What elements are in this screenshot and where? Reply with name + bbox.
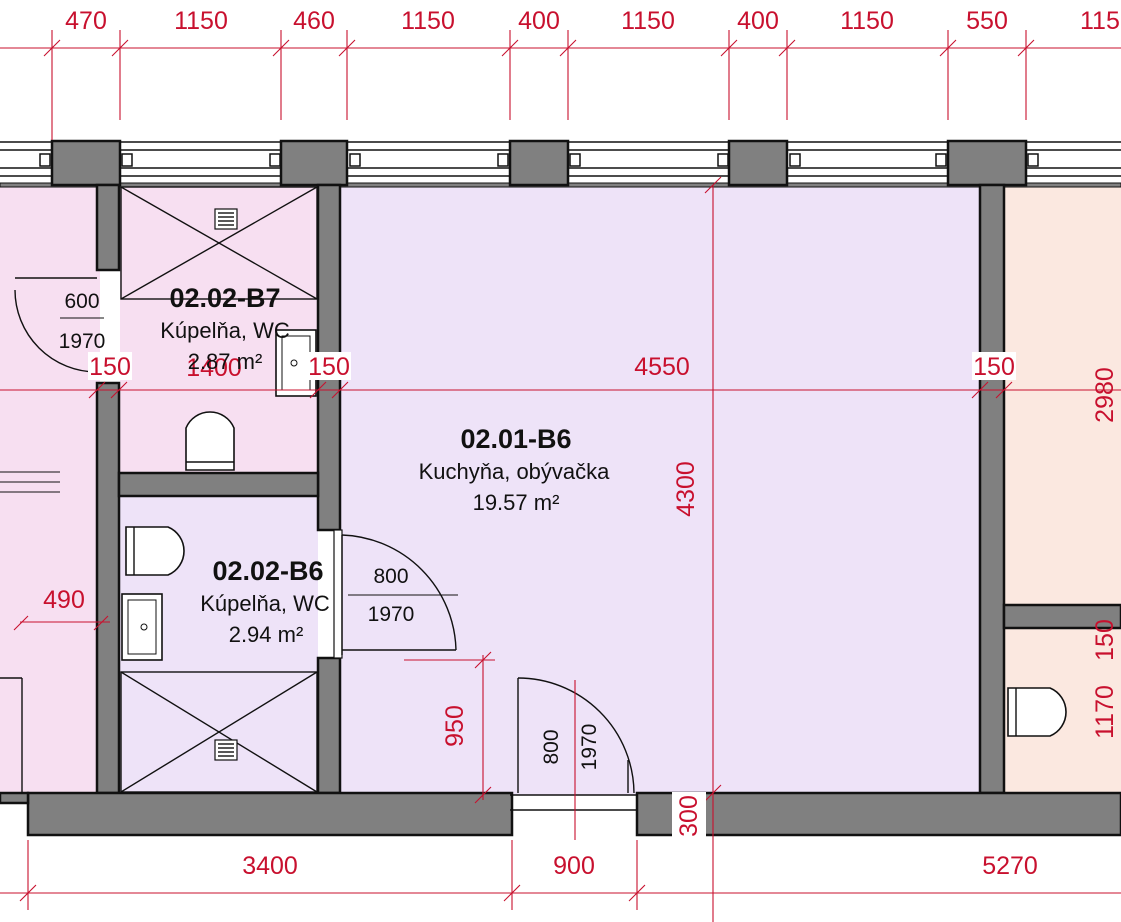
door-labels: 600 1970 800 1970 800 1970 <box>59 290 601 770</box>
shower-b7 <box>120 186 318 300</box>
dim-wall-mid: 150 <box>308 353 350 381</box>
dim-bottom-300: 300 <box>675 795 703 837</box>
dim-wall-right: 150 <box>973 353 1015 381</box>
door-left-width: 600 <box>64 290 99 313</box>
columns <box>50 139 1028 187</box>
top-dim-7: 400 <box>737 7 779 35</box>
room-b6-bath-name: Kúpelňa, WC <box>200 591 330 616</box>
door-bath-width: 800 <box>373 565 408 588</box>
door-bath-height: 1970 <box>368 603 415 626</box>
dim-right-150: 150 <box>1091 619 1119 661</box>
bottom-dim-3: 5270 <box>982 852 1038 880</box>
door-left-swing <box>14 277 98 373</box>
top-dim-1: 470 <box>65 7 107 35</box>
door-entrance-width: 800 <box>540 729 563 764</box>
room-b6-main-name: Kuchyňa, obývačka <box>419 459 611 484</box>
room-b6-bath-id: 02.02-B6 <box>212 556 323 586</box>
top-dim-8: 1150 <box>840 7 894 35</box>
left-cabinet-lines <box>0 471 60 793</box>
room-b7-area: 2.87 m² <box>188 349 263 374</box>
bottom-dim-1: 3400 <box>242 852 298 880</box>
dimension-lines <box>0 30 1121 922</box>
room-fill-b6-main <box>340 185 980 795</box>
toilet-b7 <box>185 411 235 471</box>
room-fill-left <box>0 185 100 795</box>
dim-hidden-1400: 1400 <box>186 354 242 382</box>
interior-dimensions: 150 150 4550 150 1400 4300 2980 150 1170… <box>43 352 1119 840</box>
top-dim-10: 115 <box>1080 7 1120 35</box>
dim-sill-950: 950 <box>441 705 469 747</box>
room-b6-bath-area: 2.94 m² <box>229 622 304 647</box>
top-dim-5: 400 <box>518 7 560 35</box>
walls <box>0 183 1121 837</box>
bottom-dimensions: 3400 900 5270 <box>242 852 1038 880</box>
room-label-b7: 02.02-B7 Kúpelňa, WC 2.87 m² <box>160 283 290 374</box>
room-b7-id: 02.02-B7 <box>169 283 280 313</box>
sink-b6 <box>121 593 163 661</box>
dimension-ticks <box>13 39 1035 902</box>
door-entrance-height: 1970 <box>578 724 601 771</box>
room-b7-name: Kúpelňa, WC <box>160 318 290 343</box>
shower-b6 <box>120 671 318 793</box>
room-fill-right-upper <box>1004 185 1121 605</box>
room-b6-main-area: 19.57 m² <box>473 490 560 515</box>
door-bath-swing <box>333 529 457 659</box>
top-dim-3: 460 <box>293 7 335 35</box>
room-b6-main-id: 02.01-B6 <box>460 424 571 454</box>
room-label-b6-main: 02.01-B6 Kuchyňa, obývačka 19.57 m² <box>419 424 611 515</box>
dim-span-main: 4550 <box>634 353 690 381</box>
bottom-dim-2: 900 <box>553 852 595 880</box>
dim-right-2980: 2980 <box>1091 367 1119 423</box>
dim-right-1170: 1170 <box>1091 685 1119 739</box>
top-dimensions: 470 1150 460 1150 400 1150 400 1150 550 … <box>65 7 1120 35</box>
top-dim-4: 1150 <box>401 7 455 35</box>
dim-left-490: 490 <box>43 586 85 614</box>
toilet-right <box>1007 687 1067 737</box>
room-label-b6-bath: 02.02-B6 Kúpelňa, WC 2.94 m² <box>200 556 330 647</box>
dim-height-main: 4300 <box>672 461 700 517</box>
top-dim-9: 550 <box>966 7 1008 35</box>
toilet-b6 <box>125 526 185 576</box>
top-dim-6: 1150 <box>621 7 675 35</box>
dim-wall-left: 150 <box>89 353 131 381</box>
top-dim-2: 1150 <box>174 7 228 35</box>
door-entrance-swing <box>510 677 637 811</box>
door-left-height: 1970 <box>59 330 106 353</box>
